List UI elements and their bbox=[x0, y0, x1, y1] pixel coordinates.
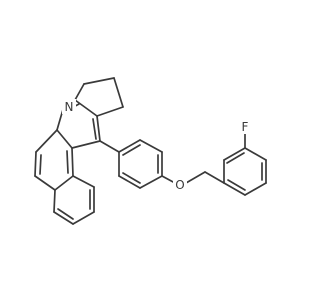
bond bbox=[53, 189, 56, 213]
bond bbox=[74, 99, 98, 117]
fluorine-label: F bbox=[242, 120, 249, 134]
bond bbox=[99, 140, 120, 153]
middle-benzo-ring bbox=[34, 129, 74, 191]
bond bbox=[223, 147, 246, 161]
phenyl-ring bbox=[118, 139, 163, 189]
bond bbox=[34, 175, 56, 191]
atom-label-fluorine: F bbox=[238, 119, 252, 134]
aryl-linkage bbox=[99, 140, 120, 153]
bond bbox=[71, 140, 101, 149]
bond bbox=[72, 175, 95, 188]
bond bbox=[113, 77, 124, 108]
bond bbox=[96, 106, 124, 117]
bond bbox=[56, 129, 73, 149]
bond bbox=[118, 175, 141, 189]
bond bbox=[53, 211, 74, 225]
bond bbox=[244, 182, 267, 196]
bond bbox=[57, 208, 74, 220]
bond bbox=[118, 139, 141, 153]
bond bbox=[92, 118, 97, 140]
ether-linkage bbox=[161, 171, 225, 184]
bond bbox=[227, 179, 246, 191]
bond bbox=[185, 171, 206, 184]
bond bbox=[139, 139, 163, 153]
bond bbox=[226, 152, 245, 164]
bond bbox=[54, 175, 74, 191]
fluorophenyl-ring bbox=[223, 131, 267, 196]
bond bbox=[244, 147, 267, 161]
bond bbox=[83, 77, 115, 85]
oxygen-label: O bbox=[175, 178, 184, 192]
bond bbox=[74, 83, 85, 101]
bond bbox=[72, 211, 95, 225]
bond bbox=[161, 175, 176, 184]
bond bbox=[122, 172, 141, 184]
bond bbox=[204, 171, 225, 184]
nitrogen-label: N bbox=[65, 100, 74, 114]
bond bbox=[223, 182, 246, 196]
bond bbox=[139, 175, 163, 189]
bond bbox=[66, 150, 69, 174]
cyclopentane-ring bbox=[74, 77, 124, 117]
bond bbox=[35, 129, 58, 153]
bond bbox=[96, 115, 101, 142]
bond bbox=[34, 151, 37, 177]
atom-label-nitrogen: N bbox=[62, 99, 76, 114]
atom-label-oxygen: O bbox=[173, 177, 187, 192]
bond bbox=[122, 144, 141, 156]
bond bbox=[39, 154, 42, 175]
bond bbox=[71, 147, 74, 177]
molecule-structure-diagram: N O F bbox=[34, 77, 267, 225]
lower-benzo-ring bbox=[53, 175, 95, 225]
